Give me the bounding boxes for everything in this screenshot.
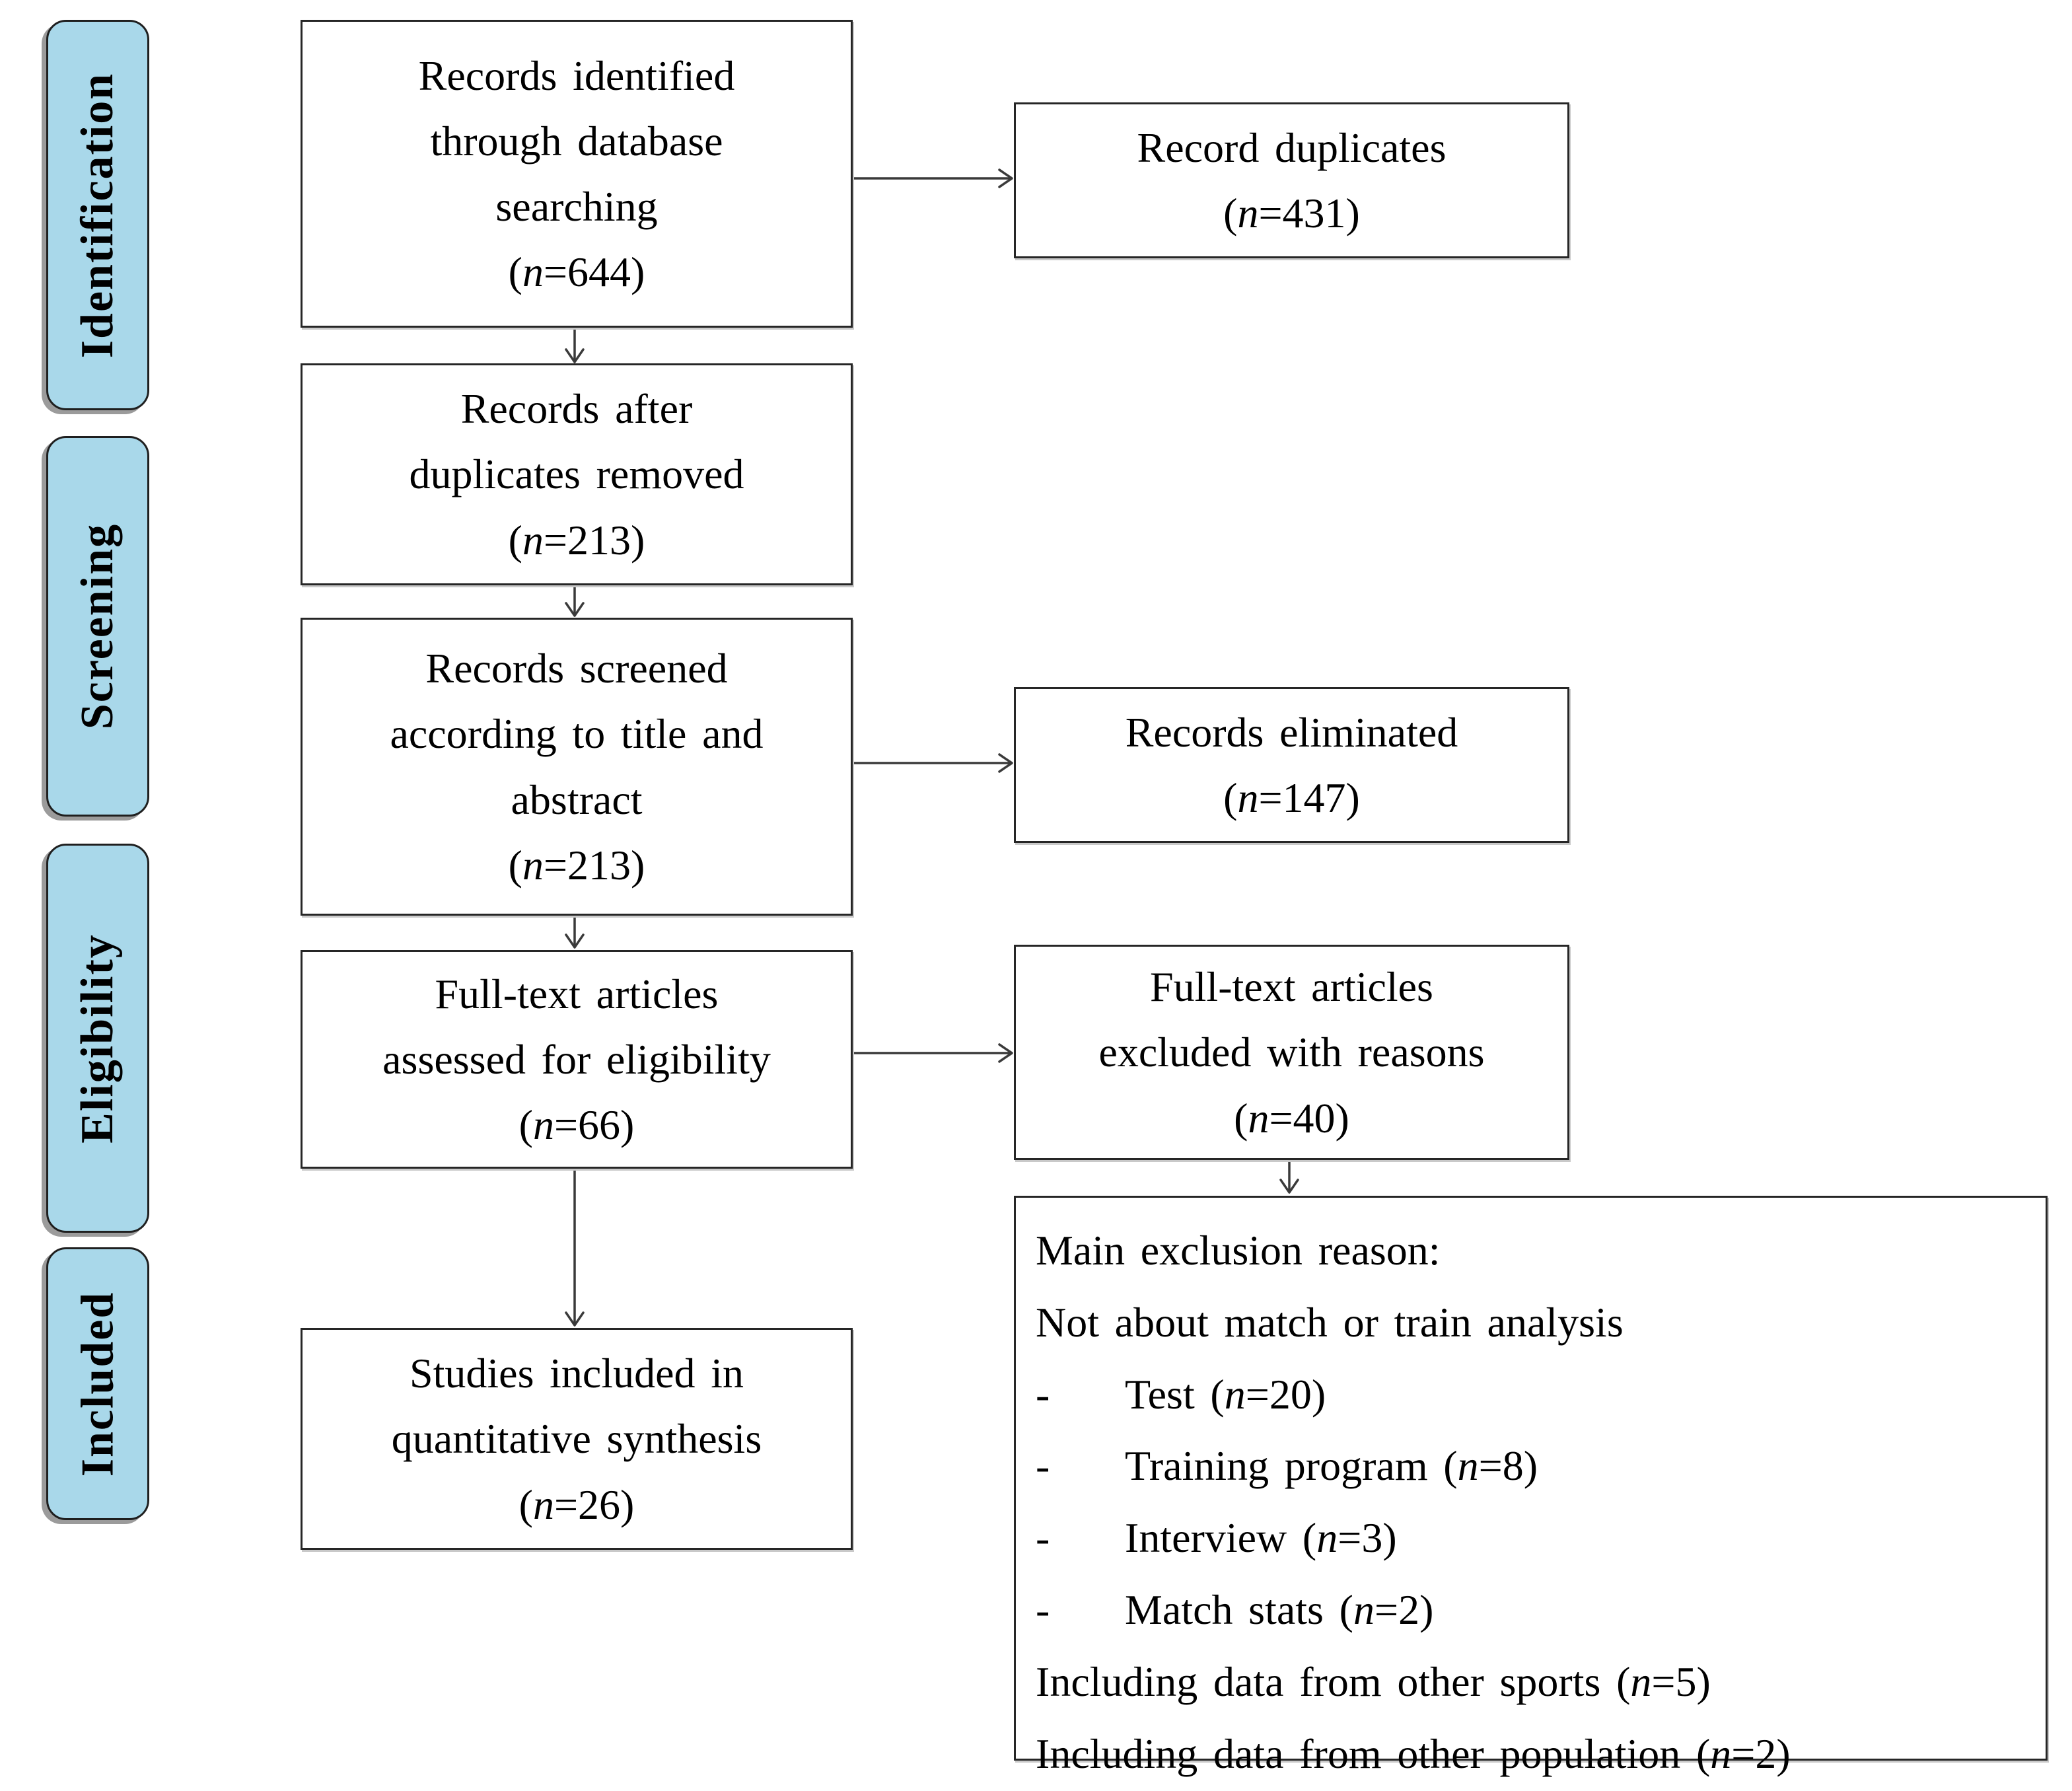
exclusion-reason-line: Not about match or train analysis	[1036, 1287, 1624, 1359]
exclusion-reason-line: -Training program (n=8)	[1036, 1430, 1538, 1502]
arrow-excluded-to-reasons	[1279, 1157, 1299, 1194]
flow-box-exclusion-reasons: Main exclusion reason: Not about match or…	[1014, 1196, 2048, 1777]
exclusion-reason-line: -Match stats (n=2)	[1036, 1574, 1433, 1646]
arrow-identified-to-duplicates	[849, 168, 1013, 188]
bullet-dash: -	[1036, 1586, 1050, 1633]
bullet-dash: -	[1036, 1442, 1050, 1490]
exclusion-reason-line: -Interview (n=3)	[1036, 1502, 1397, 1574]
bullet-dash: -	[1036, 1514, 1050, 1562]
flow-box-count: (n=644)	[508, 248, 645, 296]
exclusion-reason-line: Main exclusion reason:	[1036, 1215, 1441, 1287]
flow-box-count: (n=431)	[1223, 190, 1360, 237]
exclusion-reason-text: Including data from other sports	[1036, 1658, 1601, 1705]
exclusion-reason-line: Including data from other population (n=…	[1036, 1730, 1791, 1777]
exclusion-reason-text: Including data from other population	[1036, 1730, 1681, 1777]
arrow-screened-to-assessed	[565, 912, 585, 949]
exclusion-reason-text: Match stats	[1125, 1586, 1324, 1633]
flow-box-text: Records eliminated	[1125, 708, 1458, 756]
flow-box-text: Record duplicates	[1137, 124, 1447, 171]
flow-box-count: (n=40)	[1234, 1094, 1349, 1142]
flow-box-records-eliminated: Records eliminated (n=147)	[1014, 687, 1569, 843]
flow-box-count: (n=213)	[508, 516, 645, 564]
stage-tab-included: Included	[46, 1247, 149, 1520]
exclusion-reason-text: Interview	[1125, 1514, 1287, 1562]
stage-tab-screening: Screening	[46, 436, 149, 817]
arrow-assessed-to-included	[565, 1165, 585, 1327]
stage-tab-label: Included	[72, 1291, 123, 1477]
flow-box-count: (n=147)	[1223, 774, 1360, 821]
flow-box-count: (n=66)	[518, 1101, 635, 1149]
flow-box-record-duplicates: Record duplicates (n=431)	[1014, 102, 1569, 258]
arrow-after-duplicates-to-screened	[565, 582, 585, 617]
arrow-assessed-to-excluded	[849, 1043, 1013, 1063]
exclusion-reason-line: Including data from other sports (n=5)	[1036, 1658, 1711, 1705]
arrow-screened-to-eliminated	[849, 753, 1013, 773]
flow-box-count: (n=213)	[508, 841, 645, 889]
stage-tab-label: Identification	[72, 72, 124, 358]
bullet-dash: -	[1036, 1370, 1050, 1418]
stage-tab-label: Eligibility	[72, 933, 123, 1144]
stage-tab-identification: Identification	[46, 20, 149, 410]
arrow-identified-to-after-duplicates	[565, 324, 585, 363]
exclusion-reason-line: -Test (n=20)	[1036, 1359, 1326, 1431]
exclusion-reason-text: Main exclusion reason:	[1036, 1227, 1441, 1274]
stage-tab-label: Screening	[72, 523, 124, 730]
exclusion-reason-text: Training program	[1125, 1442, 1428, 1490]
stage-tab-eligibility: Eligibility	[46, 844, 149, 1233]
flow-box-count: (n=26)	[518, 1480, 635, 1528]
exclusion-reason-text: Test	[1125, 1370, 1195, 1418]
exclusion-reason-text: Not about match or train analysis	[1036, 1298, 1624, 1346]
